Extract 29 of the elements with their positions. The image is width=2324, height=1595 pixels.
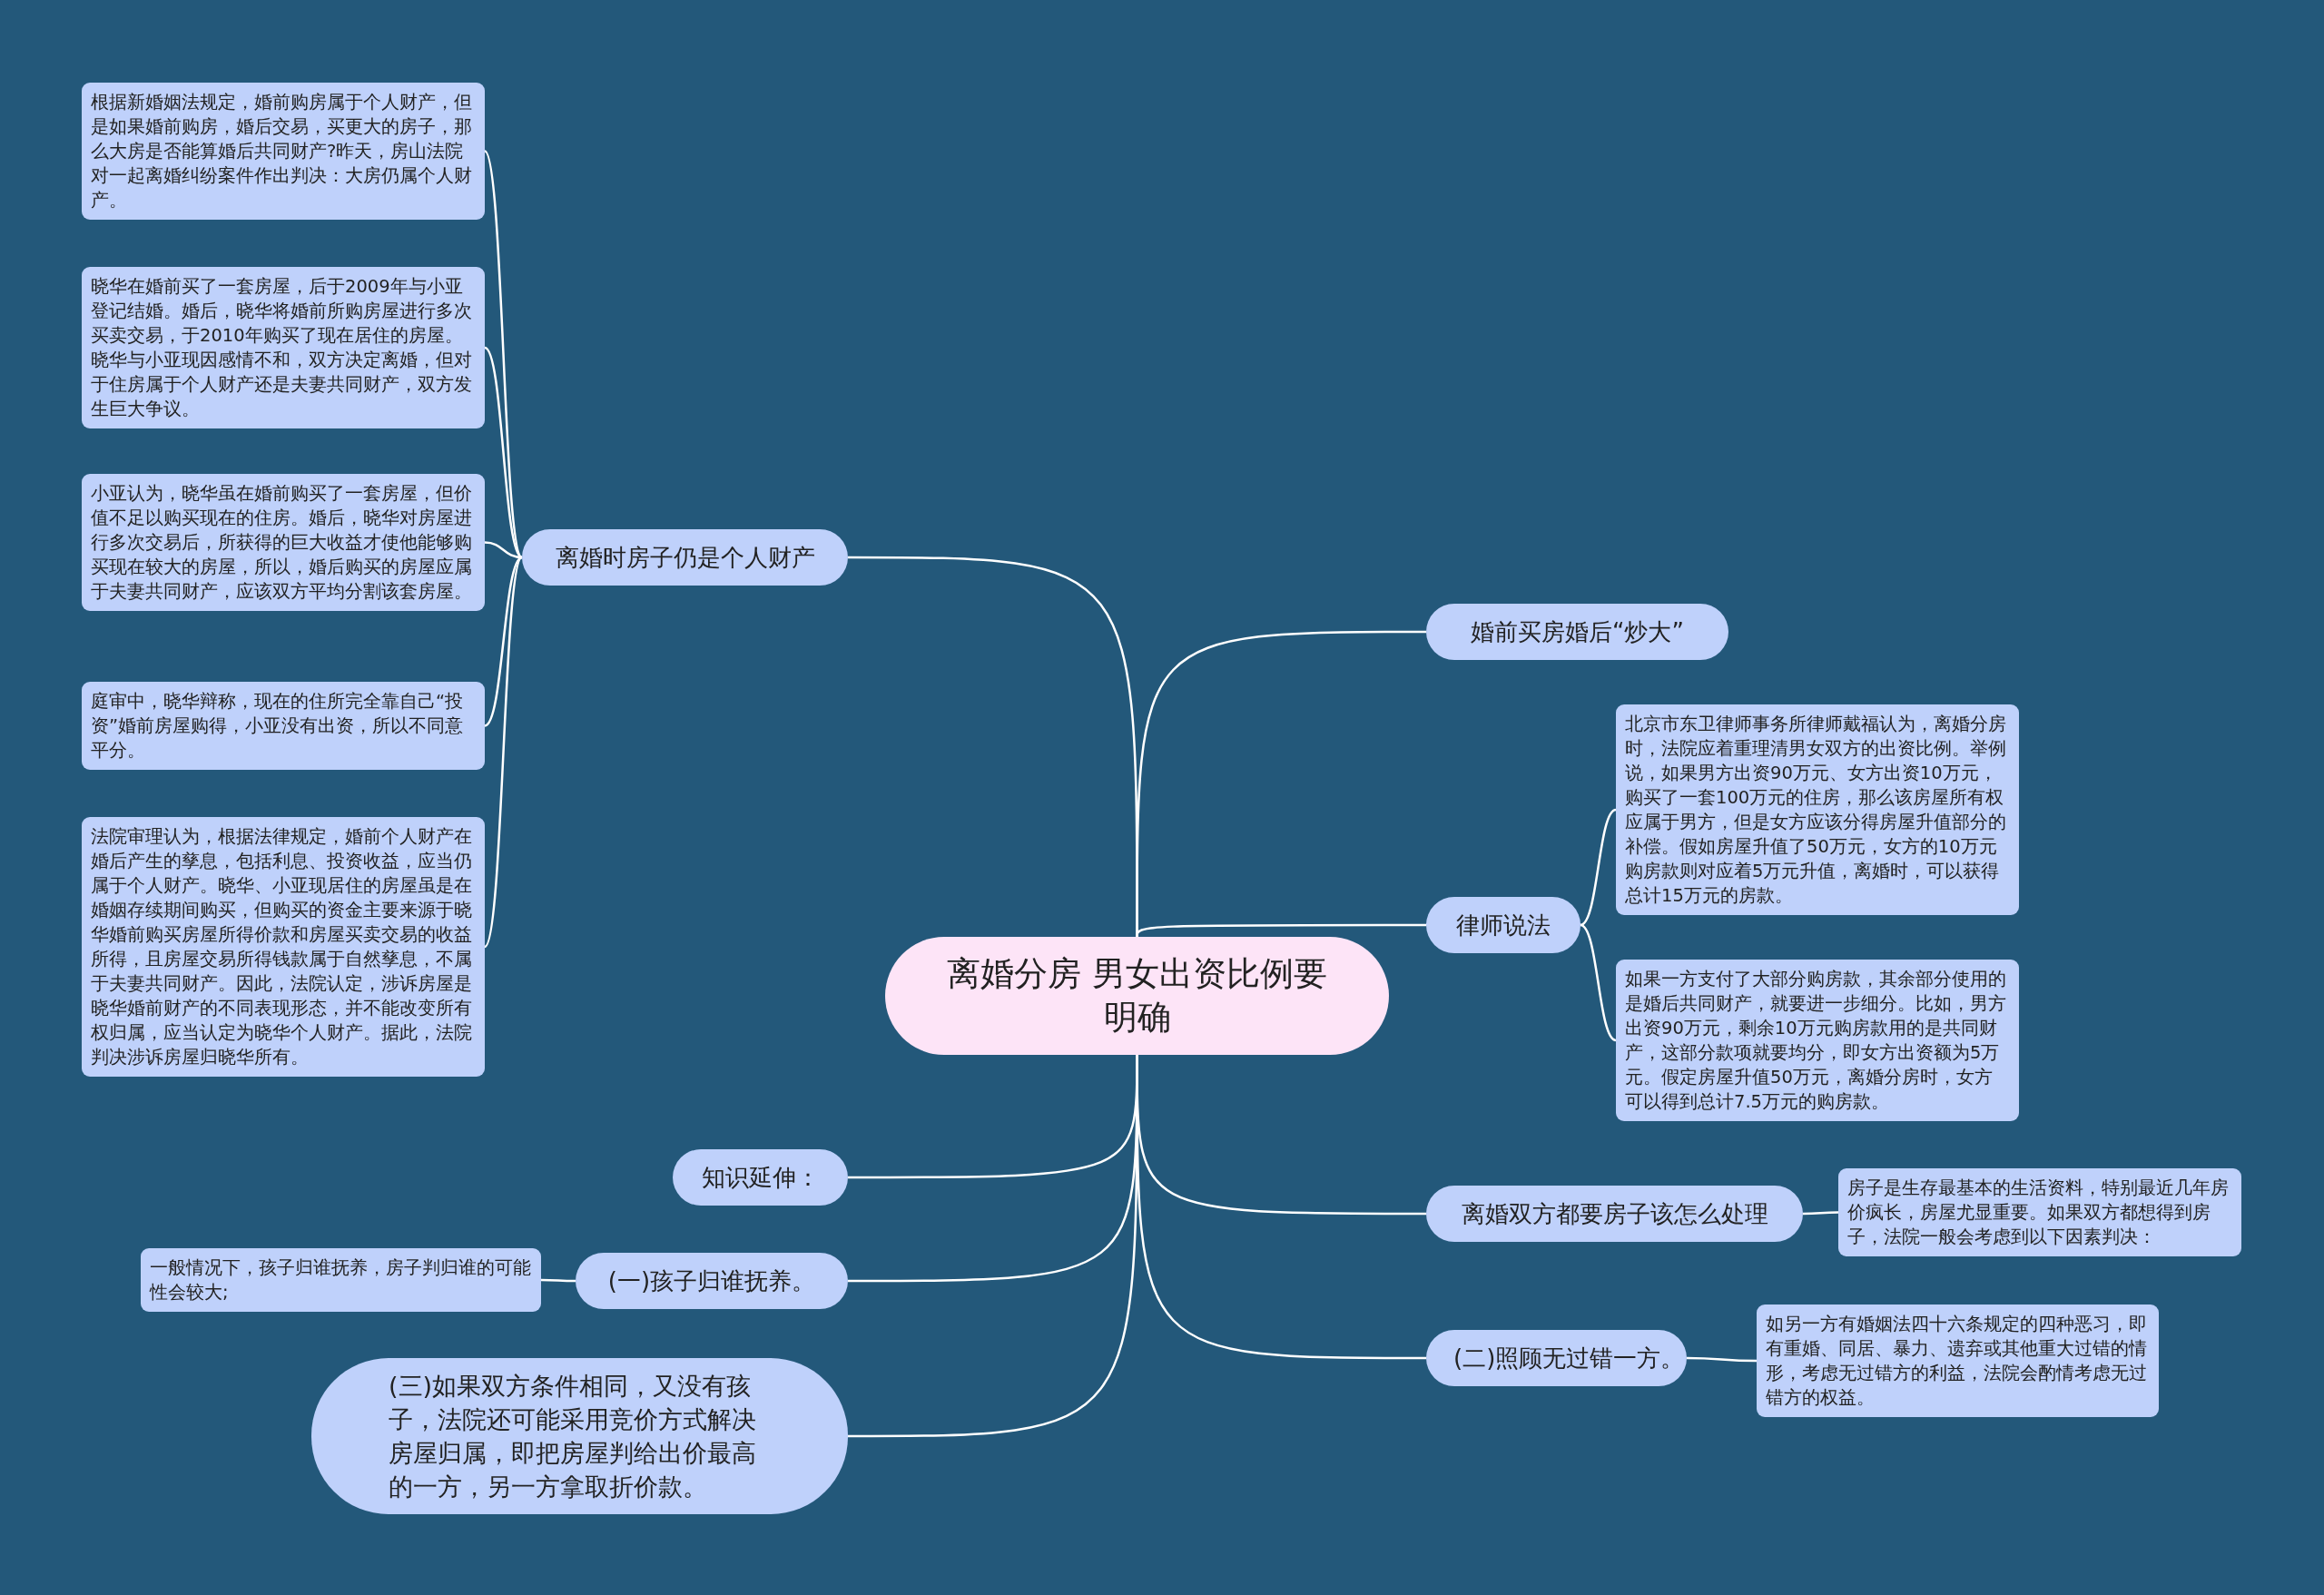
connector-line — [1136, 630, 1426, 937]
connector-line — [483, 556, 524, 948]
branch-topic: 离婚时房子仍是个人财产 — [522, 529, 848, 586]
detail-box: 如果一方支付了大部分购房款，其余部分使用的是婚后共同财产，就要进一步细分。比如，男方出资90万元，剩余10万元购房款用的是共同财产，这部分款项就要均分，即女方出资额为5万元。假定房屋升值50万元，离婚分房时，女方可以得到总计7.5万元的购房款。 — [1616, 960, 2019, 1121]
connector-line — [1580, 923, 1617, 1042]
detail-box: 小亚认为，晓华虽在婚前购买了一套房屋，但价值不足以购买现在的住房。婚后，晓华对房屋进行多次交易后，所获得的巨大收益才使他能够购买现在较大的房屋，所以，婚后购买的房屋应属于夫妻共同财产，应该双方平均分割该套房屋。 — [82, 474, 485, 611]
branch-topic: (一)孩子归谁抚养。 — [576, 1253, 848, 1309]
branch-topic: 知识延伸： — [673, 1149, 848, 1206]
detail-box: 晓华在婚前买了一套房屋，后于2009年与小亚登记结婚。婚后，晓华将婚前所购房屋进行多次买卖交易，于2010年购买了现在居住的房屋。晓华与小亚现因感情不和，双方决定离婚，但对于住房属于个人财产还是夫妻共同财产，双方发生巨大争议。 — [82, 267, 485, 428]
branch-topic: (二)照顾无过错一方。 — [1426, 1330, 1687, 1386]
detail-box: 庭审中，晓华辩称，现在的住所完全靠自己“投资”婚前房屋购得，小亚没有出资，所以不同意平分。 — [82, 682, 485, 770]
connector-line — [484, 556, 523, 727]
branch-topic: 离婚双方都要房子该怎么处理 — [1426, 1186, 1803, 1242]
branch-topic: 律师说法 — [1426, 897, 1581, 953]
detail-box: 法院审理认为，根据法律规定，婚前个人财产在婚后产生的孳息，包括利息、投资收益，应当仍属于个人财产。晓华、小亚现居住的房屋虽是在婚姻存续期间购买，但购买的资金主要来源于晓华婚前购买房屋所得价款和房屋买卖交易的收益所得，且房屋交易所得钱款属于自然孳息，不属于夫妻共同财产。因此，法院认定，涉诉房屋是晓华婚前财产的不同表现形态，并不能改变所有权归属，应当认定为晓华个人财产。据此，法院判决涉诉房屋归晓华所有。 — [82, 817, 485, 1077]
detail-box: 一般情况下，孩子归谁抚养，房子判归谁的可能性会较大; — [141, 1248, 541, 1312]
connector-line — [1136, 923, 1426, 938]
detail-box: 根据新婚姻法规定，婚前购房属于个人财产，但是如果婚前购房，婚后交易，买更大的房子，那么大房是否能算婚后共同财产?昨天，房山法院对一起离婚纠纷案件作出判决：大房仍属个人财产。 — [82, 83, 485, 220]
central-topic: 离婚分房 男女出资比例要明确 — [885, 937, 1389, 1055]
connector-line — [541, 1278, 576, 1283]
detail-box: 房子是生存最基本的生活资料，特别最近几年房价疯长，房屋尤显重要。如果双方都想得到房子，法院一般会考虑到以下因素判决： — [1838, 1168, 2241, 1256]
connector-line — [1803, 1211, 1838, 1216]
connector-line — [1687, 1356, 1757, 1363]
connector-line — [484, 541, 523, 559]
detail-box: 如另一方有婚姻法四十六条规定的四种恶习，即有重婚、同居、暴力、遗弃或其他重大过错的情形，考虑无过错方的利益，法院会酌情考虑无过错方的权益。 — [1757, 1305, 2159, 1417]
branch-topic: 婚前买房婚后“炒大” — [1426, 604, 1728, 660]
detail-box: 北京市东卫律师事务所律师戴福认为，离婚分房时，法院应着重理清男女双方的出资比例。举例说，如果男方出资90万元、女方出资10万元，购买了一套100万元的住房，那么该房屋所有权应属于男方，但是女方应该分得房屋升值部分的补偿。假如房屋升值了50万元，女方的10万元购房款则对应着5万元升值，离婚时，可以获得总计15万元的房款。 — [1616, 704, 2019, 915]
connector-line — [1580, 808, 1617, 927]
branch-topic: (三)如果双方条件相同，又没有孩子，法院还可能采用竞价方式解决房屋归属，即把房屋判给出价最高的一方，另一方拿取折价款。 — [311, 1358, 848, 1514]
